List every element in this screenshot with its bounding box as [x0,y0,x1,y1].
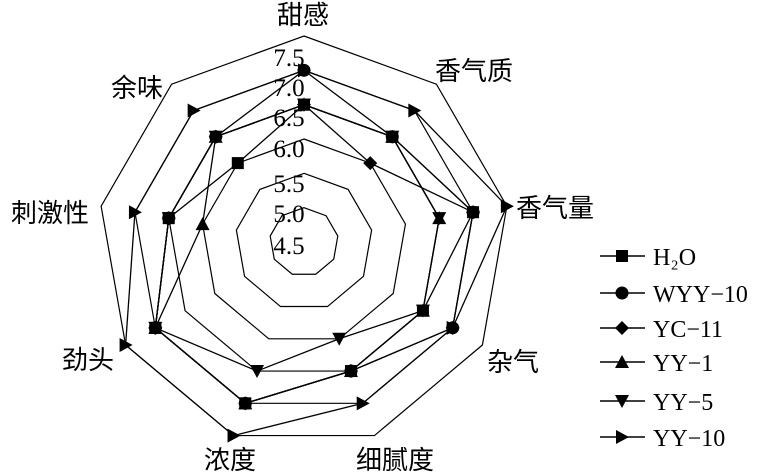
tick-label: 5.5 [273,171,304,198]
axis-label: 余味 [111,74,163,103]
grid-ring [269,207,339,275]
tick-labels: 7.5 7.0 6.5 6.0 5.5 5.0 4.5 [273,45,304,260]
series-0 [149,98,480,410]
tick-label: 5.0 [273,201,304,228]
triangle-up-marker [195,217,210,231]
series-layer [119,63,514,443]
grid-ring [100,35,508,437]
legend-label: YY−10 [653,426,725,452]
axis-label: 香气质 [435,57,513,86]
legend-label: YC−11 [653,317,723,343]
square-marker [231,157,244,170]
triangle-right-marker [119,338,133,352]
diamond-marker [466,205,481,220]
triangle-right-marker [616,430,629,444]
series-4 [148,98,447,379]
axis-label: 杂气 [487,348,539,377]
series-line [154,103,440,372]
grid-ring [201,138,407,340]
legend-label: YY−1 [653,351,713,377]
triangle-down-marker [615,395,629,408]
circle-marker [615,286,629,300]
series-line [154,69,474,405]
legend-label: YY−5 [653,390,713,416]
triangle-down-marker [385,130,400,144]
triangle-down-marker [208,130,223,144]
triangle-up-marker [615,355,629,368]
legend-item: WYY−10 [600,282,748,308]
triangle-right-marker [446,320,460,335]
series-1 [148,63,480,410]
axis-label: 香气量 [516,194,594,223]
axis-label: 浓度 [204,446,256,475]
series-5 [119,63,514,443]
tick-label: 7.0 [273,75,304,102]
axis-label: 细腻度 [356,446,434,475]
axis-label: 劲头 [62,346,114,375]
series-line [124,69,508,437]
triangle-down-marker [250,365,265,379]
diamond-marker [615,321,629,335]
diamond-marker [363,156,378,171]
tick-label: 6.0 [273,136,304,163]
axis-label: 刺激性 [11,199,89,228]
triangle-down-marker [415,304,430,318]
legend-item: YY−10 [600,426,725,452]
triangle-up-marker [343,364,358,378]
grid-ring [235,172,373,308]
tick-label: 6.5 [273,105,304,132]
axis-label: 甜感 [277,1,329,30]
square-marker [616,250,628,262]
triangle-right-marker [187,103,201,118]
legend-item: YY−1 [600,351,713,377]
legend-item: YY−5 [600,390,713,416]
legend-item: H₂O [600,245,696,271]
triangle-right-marker [408,103,422,118]
triangle-down-marker [332,332,347,346]
triangle-right-marker [128,205,142,220]
triangle-down-marker [148,321,163,335]
legend-label: WYY−10 [653,282,748,308]
legend-label: H₂O [653,245,696,271]
triangle-down-marker [297,98,311,112]
triangle-right-marker [356,396,370,411]
series-line [154,103,474,405]
legend-item: YC−11 [600,317,723,343]
triangle-down-marker [161,212,176,226]
series-line [154,103,474,405]
tick-label: 4.5 [273,233,304,260]
triangle-up-marker [238,396,253,410]
triangle-right-marker [500,199,514,214]
triangle-right-marker [298,63,311,78]
triangle-down-marker [432,212,447,226]
tick-label: 7.5 [273,45,304,72]
triangle-right-marker [227,428,241,443]
